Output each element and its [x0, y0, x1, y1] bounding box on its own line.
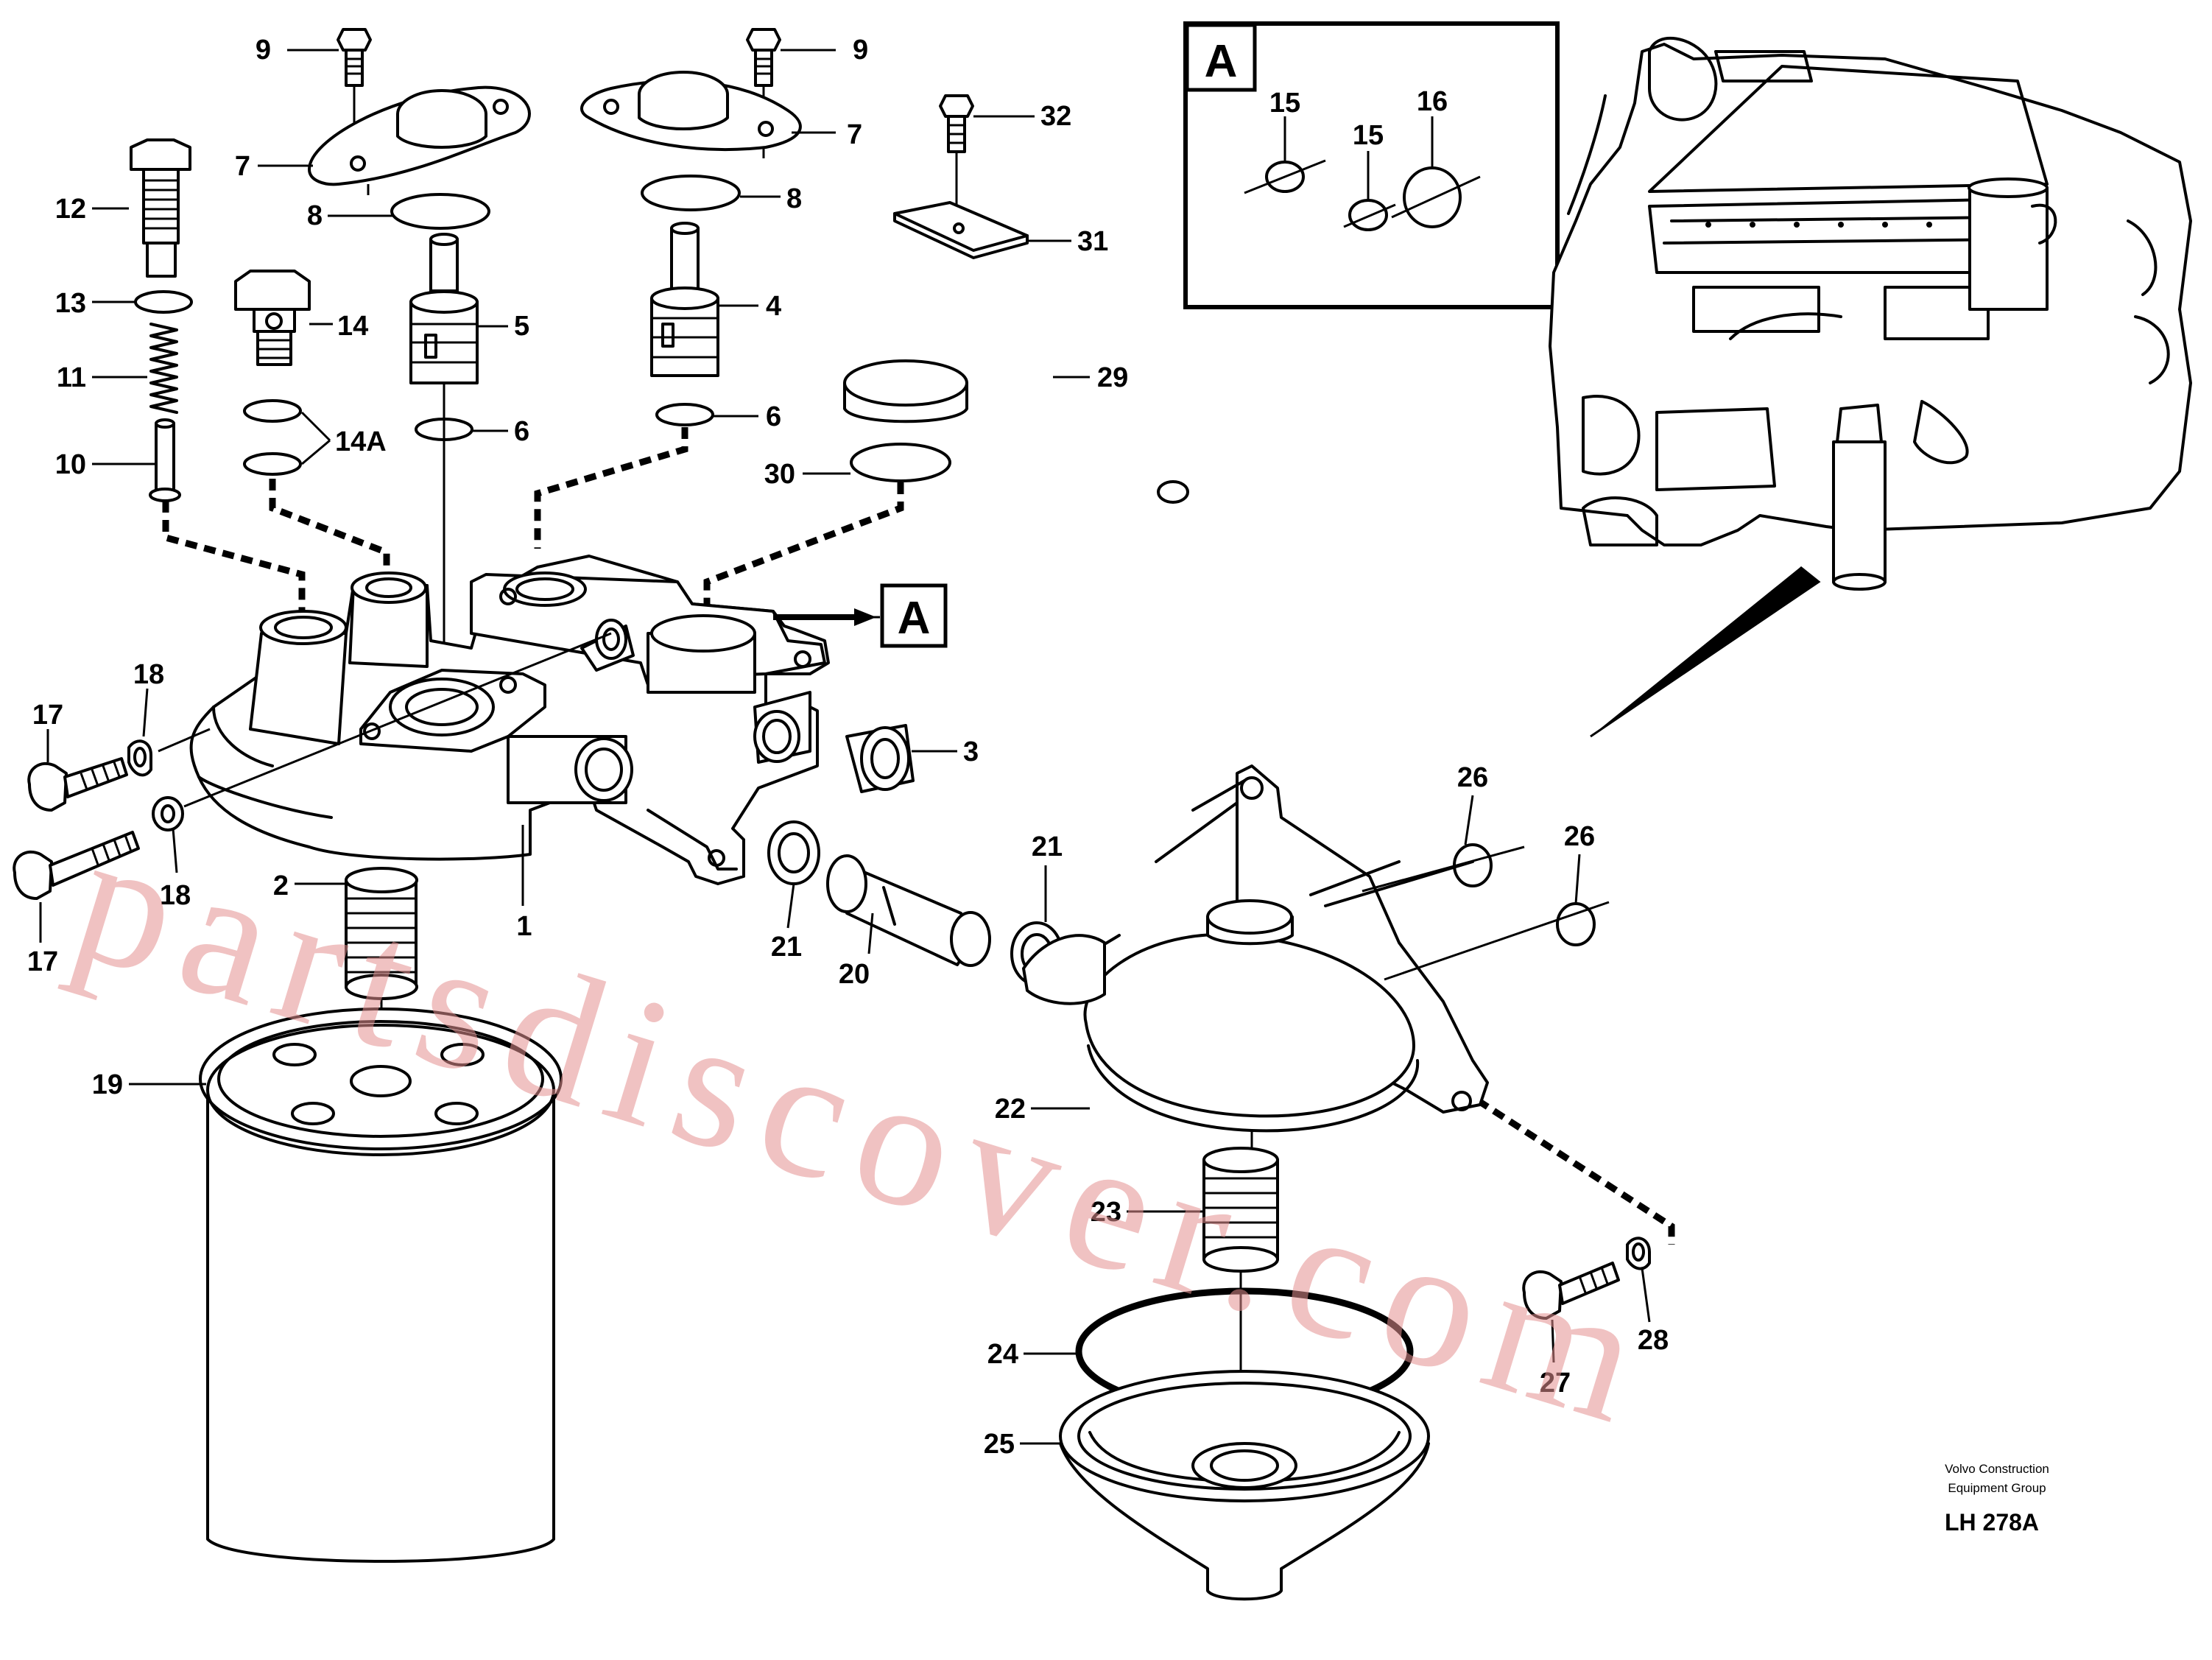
washer-14a-top: [243, 399, 302, 423]
washer-18-bottom: [152, 632, 612, 873]
filter-cartridge-19: [129, 1007, 563, 1563]
callout-9-right: 9: [853, 35, 868, 66]
callout-3: 3: [963, 736, 979, 767]
callout-8-right: 8: [786, 183, 802, 214]
sleeve-3: [845, 724, 957, 793]
callout-labels: 9 9 7 7 8 8 12 13 14 14A 11 10 5 4 6 6 3…: [27, 35, 1669, 1460]
callout-19: 19: [92, 1069, 123, 1100]
footer: Volvo Construction Equipment Group LH 27…: [1945, 1462, 2049, 1536]
washer-13: [134, 290, 193, 314]
callout-6-right: 6: [766, 401, 781, 432]
callout-16: 16: [1417, 86, 1448, 117]
callout-9-left: 9: [256, 35, 271, 66]
callout-10: 10: [55, 449, 86, 480]
washer-18-top: [127, 688, 211, 777]
o-ring-30: [850, 443, 951, 482]
bolt-9-right: [746, 28, 836, 158]
seal-6-right: [655, 403, 714, 426]
plug-14: [234, 270, 333, 366]
detail-ref-a: A: [773, 583, 948, 648]
drawing-code: LH 278A: [1945, 1509, 2039, 1536]
o-ring-26-right: [1556, 902, 1596, 946]
callout-18-bottom: 18: [160, 880, 191, 911]
filter-bowl-25: [1020, 1370, 1430, 1601]
bolt-27: [1522, 1262, 1620, 1363]
valve-5: [409, 233, 508, 692]
bolt-17-top: [27, 729, 128, 812]
bolt-9-left: [287, 28, 372, 162]
callout-21-left: 21: [771, 932, 802, 963]
callout-1: 1: [516, 911, 532, 942]
callout-31: 31: [1077, 226, 1108, 257]
seal-ring-8-left: [390, 193, 490, 230]
dashed-connectors: [162, 427, 1675, 1245]
detail-ref-label: A: [898, 593, 931, 644]
callout-15-a: 15: [1269, 88, 1300, 119]
callout-17-bottom: 17: [27, 946, 58, 977]
callout-29: 29: [1097, 362, 1128, 393]
washer-28: [1626, 1237, 1651, 1323]
callout-12: 12: [55, 194, 86, 225]
callout-26-left: 26: [1457, 762, 1488, 793]
connector-20: [826, 854, 991, 967]
callout-32: 32: [1040, 101, 1071, 132]
seal-ring-8-right: [641, 175, 741, 211]
washer-21-left: [767, 820, 820, 885]
spring-11: [92, 323, 178, 414]
callout-14: 14: [337, 311, 368, 342]
callout-2: 2: [273, 871, 289, 901]
callout-15-b: 15: [1353, 120, 1384, 151]
o-ring-26-left: [1453, 843, 1493, 887]
callout-14a: 14A: [335, 426, 387, 457]
hose-29: [843, 262, 1189, 546]
callout-28: 28: [1638, 1325, 1669, 1356]
callout-11: 11: [57, 362, 86, 393]
bolt-32: [939, 94, 1035, 221]
callout-26-right: 26: [1564, 821, 1595, 852]
filter-head-22: [1022, 764, 1610, 1208]
callout-8-left: 8: [307, 200, 323, 231]
callout-22: 22: [995, 1094, 1026, 1125]
callout-24: 24: [987, 1339, 1018, 1370]
plate-31: [893, 201, 1071, 259]
callout-25: 25: [984, 1429, 1015, 1460]
callout-6-left: 6: [514, 416, 529, 447]
callout-4: 4: [766, 291, 781, 322]
plug-12: [92, 138, 191, 278]
nipple-2: [345, 867, 418, 1075]
detail-box-label: A: [1205, 36, 1238, 87]
company-line-2: Equipment Group: [1948, 1481, 2046, 1495]
callout-18-top: 18: [133, 659, 164, 690]
cover-7-left: [258, 85, 531, 195]
callout-7-left: 7: [235, 151, 250, 182]
filter-housing-1: [189, 555, 830, 906]
bolt-17-bottom: [13, 831, 140, 943]
callout-27: 27: [1540, 1368, 1571, 1399]
detail-box-a: A: [1183, 21, 1560, 309]
valve-4: [650, 222, 758, 377]
callout-7-right: 7: [847, 119, 862, 150]
callout-5: 5: [514, 311, 529, 342]
nipple-23: [1127, 1147, 1279, 1488]
company-line-1: Volvo Construction: [1945, 1462, 2049, 1476]
callout-17-top: 17: [32, 700, 63, 731]
cover-7-right: [580, 71, 836, 152]
callout-13: 13: [55, 288, 86, 319]
washer-14a-bottom: [243, 452, 302, 476]
engine-illustration: [1549, 37, 2192, 738]
pin-10: [92, 418, 181, 502]
callout-23: 23: [1091, 1197, 1121, 1228]
seal-6-left: [415, 418, 473, 441]
callout-30: 30: [764, 459, 795, 490]
callout-20: 20: [839, 959, 870, 990]
callout-21-right: 21: [1032, 831, 1063, 862]
